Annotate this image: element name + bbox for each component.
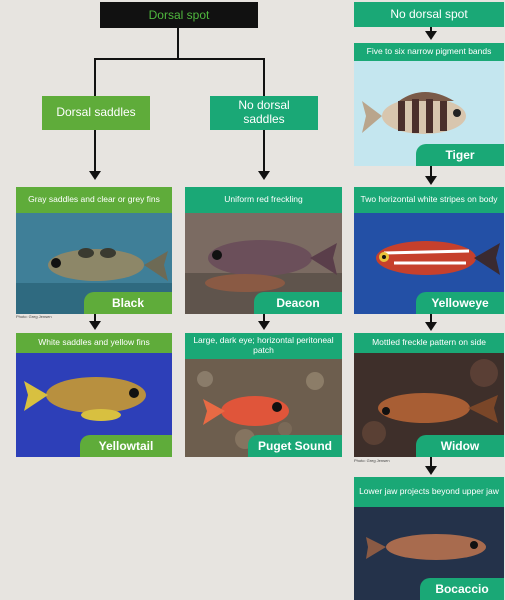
arrow-down-icon <box>425 466 437 475</box>
arrow-down-icon <box>258 171 270 180</box>
tiger-card: Five to six narrow pigment bands Tiger <box>354 43 504 166</box>
widow-card: Mottled freckle pattern on side Widow <box>354 333 504 457</box>
puget-sound-label: Puget Sound <box>248 435 342 457</box>
arrow-down-icon <box>425 31 437 40</box>
yelloweye-label: Yelloweye <box>416 292 504 314</box>
tiger-label: Tiger <box>416 144 504 166</box>
yelloweye-card: Two horizontal white stripes on body Yel… <box>354 187 504 314</box>
widow-photo-credit: Photo: Greg Jensen <box>354 458 390 463</box>
black-caption: Gray saddles and clear or grey fins <box>16 187 172 213</box>
yelloweye-caption: Two horizontal white stripes on body <box>354 187 504 213</box>
connector <box>177 28 179 58</box>
connector <box>263 130 265 173</box>
arrow-down-icon <box>425 322 437 331</box>
bocaccio-label: Bocaccio <box>420 578 504 600</box>
arrow-down-icon <box>258 321 270 330</box>
arrow-down-icon <box>89 321 101 330</box>
yellowtail-caption: White saddles and yellow fins <box>16 333 172 353</box>
connector <box>94 58 265 60</box>
bocaccio-caption: Lower jaw projects beyond upper jaw <box>354 477 504 507</box>
black-photo-credit: Photo: Greg Jensen <box>16 314 52 319</box>
no-dorsal-spot-box: No dorsal spot <box>354 2 504 27</box>
connector <box>94 130 96 173</box>
dorsal-saddles-box: Dorsal saddles <box>42 96 150 130</box>
yellowtail-label: Yellowtail <box>80 435 172 457</box>
arrow-down-icon <box>425 176 437 185</box>
black-label: Black <box>84 292 172 314</box>
widow-caption: Mottled freckle pattern on side <box>354 333 504 353</box>
deacon-card: Uniform red freckling Deacon <box>185 187 342 314</box>
tiger-caption: Five to six narrow pigment bands <box>354 43 504 61</box>
deacon-caption: Uniform red freckling <box>185 187 342 213</box>
yellowtail-card: White saddles and yellow fins Yellowtail <box>16 333 172 457</box>
puget-sound-caption: Large, dark eye; horizontal peritoneal p… <box>185 333 342 359</box>
deacon-label: Deacon <box>254 292 342 314</box>
black-card: Gray saddles and clear or grey fins Blac… <box>16 187 172 314</box>
connector <box>94 58 96 96</box>
bocaccio-card: Lower jaw projects beyond upper jaw Boca… <box>354 477 504 600</box>
connector <box>263 58 265 96</box>
puget-sound-card: Large, dark eye; horizontal peritoneal p… <box>185 333 342 457</box>
dorsal-spot-box: Dorsal spot <box>100 2 258 28</box>
no-dorsal-saddles-box: No dorsal saddles <box>210 96 318 130</box>
arrow-down-icon <box>89 171 101 180</box>
widow-label: Widow <box>416 435 504 457</box>
